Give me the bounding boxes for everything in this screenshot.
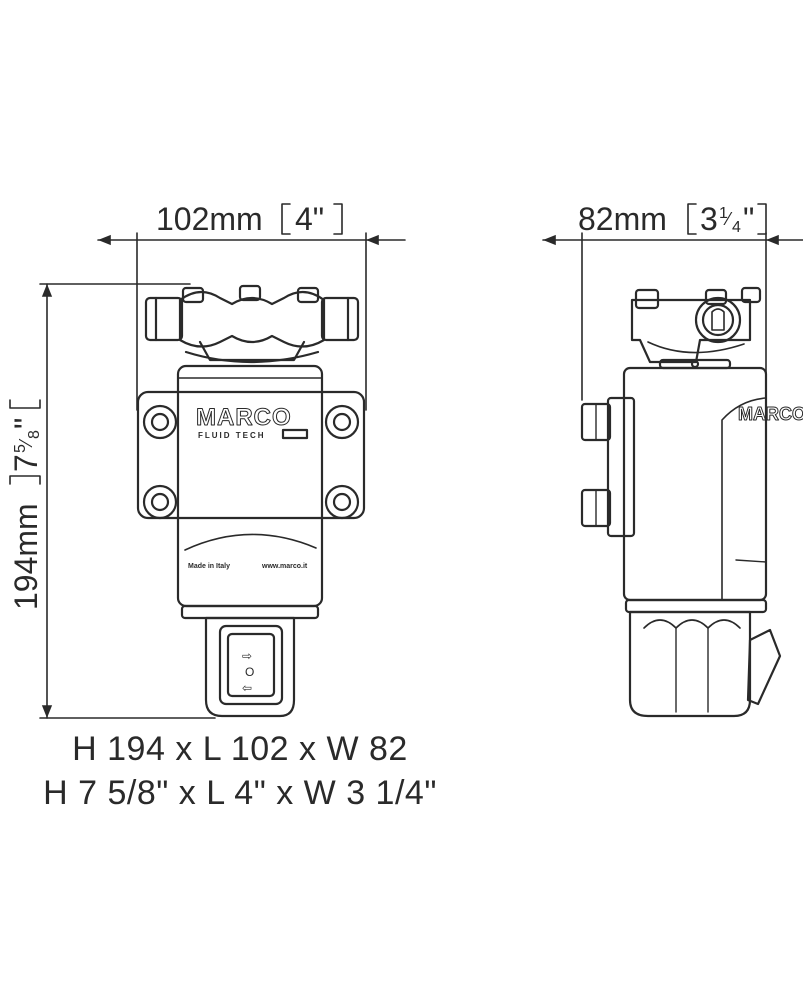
pump-side-view: MARCO (580, 286, 803, 718)
height-metric: 194mm (8, 503, 44, 610)
pump-front-view: Made in Italy www.marco.it MARCO FLUID T… (136, 284, 366, 718)
marco-logo-side: MARCO (738, 404, 803, 424)
front-width-metric: 102mm (156, 201, 263, 237)
forward-arrow-icon: ⇨ (242, 649, 252, 663)
height-imperial-denominator: 8 (26, 430, 43, 439)
svg-text:Made in Italy: Made in Italy (188, 563, 230, 570)
height-imperial-whole: 7 (8, 454, 44, 472)
reverse-arrow-icon: ⇦ (242, 681, 252, 695)
height-dimension: 194mm 7 5 ⁄ 8 " (8, 283, 216, 719)
side-width-imperial-denominator: 4 (732, 219, 741, 236)
marco-logo: MARCO (196, 404, 292, 431)
fluid-tech-logo: FLUID TECH (198, 431, 266, 440)
imperial-dimensions-caption: H 7 5/8" x L 4" x W 3 1/4" (43, 774, 437, 812)
front-width-imperial: 4" (295, 201, 324, 237)
mounting-foot (142, 404, 360, 520)
side-width-metric: 82mm (578, 201, 667, 237)
side-width-imperial-numerator: 1 (719, 205, 728, 222)
side-width-imperial-close: " (743, 201, 754, 237)
svg-text:⁄: ⁄ (723, 209, 733, 229)
front-width-dimension: 102mm 4" (97, 201, 406, 411)
metric-dimensions-caption: H 194 x L 102 x W 82 (72, 730, 408, 768)
switch-symbols: ⇨ O ⇦ (242, 649, 254, 695)
svg-text:⁄: ⁄ (16, 438, 36, 448)
height-imperial-numerator: 5 (12, 444, 29, 453)
height-imperial-close: " (8, 418, 44, 429)
off-symbol: O (245, 665, 254, 679)
svg-text:www.marco.it: www.marco.it (261, 563, 308, 570)
side-width-dimension: 82mm 3 1 ⁄ 4 " (542, 201, 803, 401)
side-width-imperial-whole: 3 (700, 201, 718, 237)
